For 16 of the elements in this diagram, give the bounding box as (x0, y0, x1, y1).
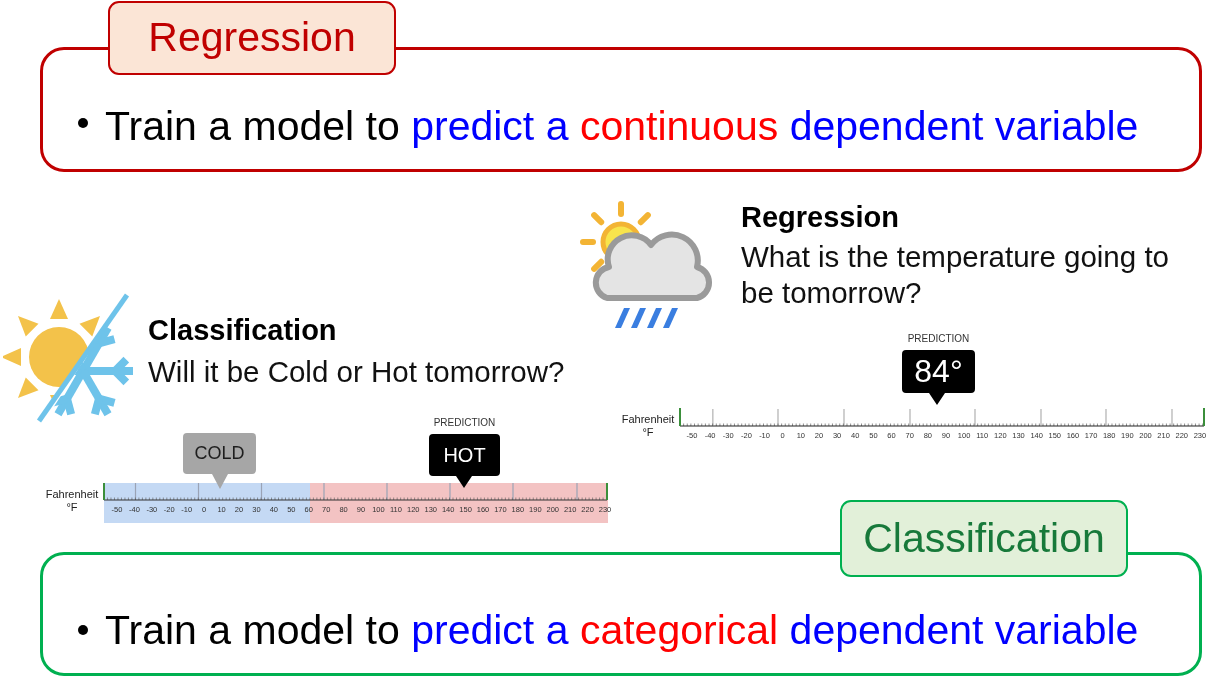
title-tab: Classification (840, 500, 1128, 577)
unit-label: Fahrenheit °F (620, 413, 676, 439)
section-heading: Regression (741, 200, 899, 234)
section-heading: Classification (148, 313, 337, 347)
callout-bubble: COLD (183, 433, 256, 489)
definition-text: Train a model to predict a categorical dependent variable (105, 606, 1139, 654)
question-text: Will it be Cold or Hot tomorrow? (148, 354, 566, 390)
unit-label: Fahrenheit °F (44, 488, 100, 514)
callout-bubble: 84° (902, 350, 975, 405)
callout-bubble: HOT (429, 434, 500, 488)
prediction-label: PREDICTION (432, 417, 497, 429)
question-text: What is the temperature going to be tomorrow? (741, 239, 1170, 311)
prediction-label: PREDICTION (906, 333, 971, 345)
title-tab: Regression (108, 1, 396, 75)
definition-box (40, 552, 1202, 676)
definition-text: Train a model to predict a continuous dependent variable (105, 102, 1139, 150)
